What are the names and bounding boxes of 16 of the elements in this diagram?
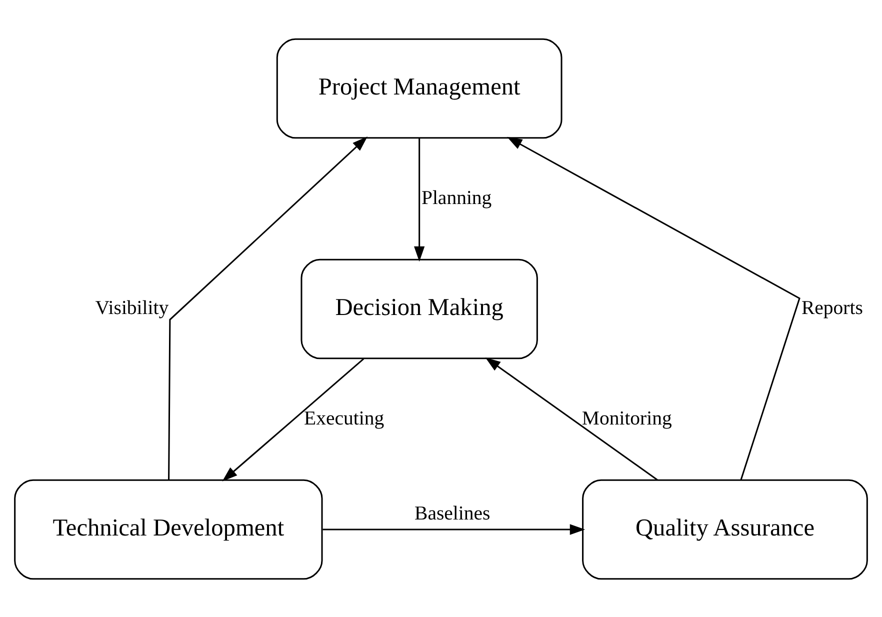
edge-label: Planning bbox=[421, 186, 492, 208]
node-box: Project Management bbox=[276, 38, 562, 138]
arrow bbox=[485, 356, 658, 480]
node-box: Quality Assurance bbox=[582, 478, 868, 580]
arrow bbox=[506, 136, 800, 480]
node-box: Technical Development bbox=[14, 478, 323, 580]
edge-label: Monitoring bbox=[582, 406, 672, 429]
arrow bbox=[414, 138, 425, 262]
arrow bbox=[168, 136, 368, 480]
edge-label: Reports bbox=[801, 296, 863, 319]
node-box: Decision Making bbox=[300, 258, 538, 359]
arrow bbox=[322, 524, 586, 534]
edge-label: Baselines bbox=[414, 502, 490, 524]
edge-label: Executing bbox=[304, 406, 384, 429]
edge-label: Visibility bbox=[95, 296, 169, 319]
arrow bbox=[222, 358, 364, 481]
